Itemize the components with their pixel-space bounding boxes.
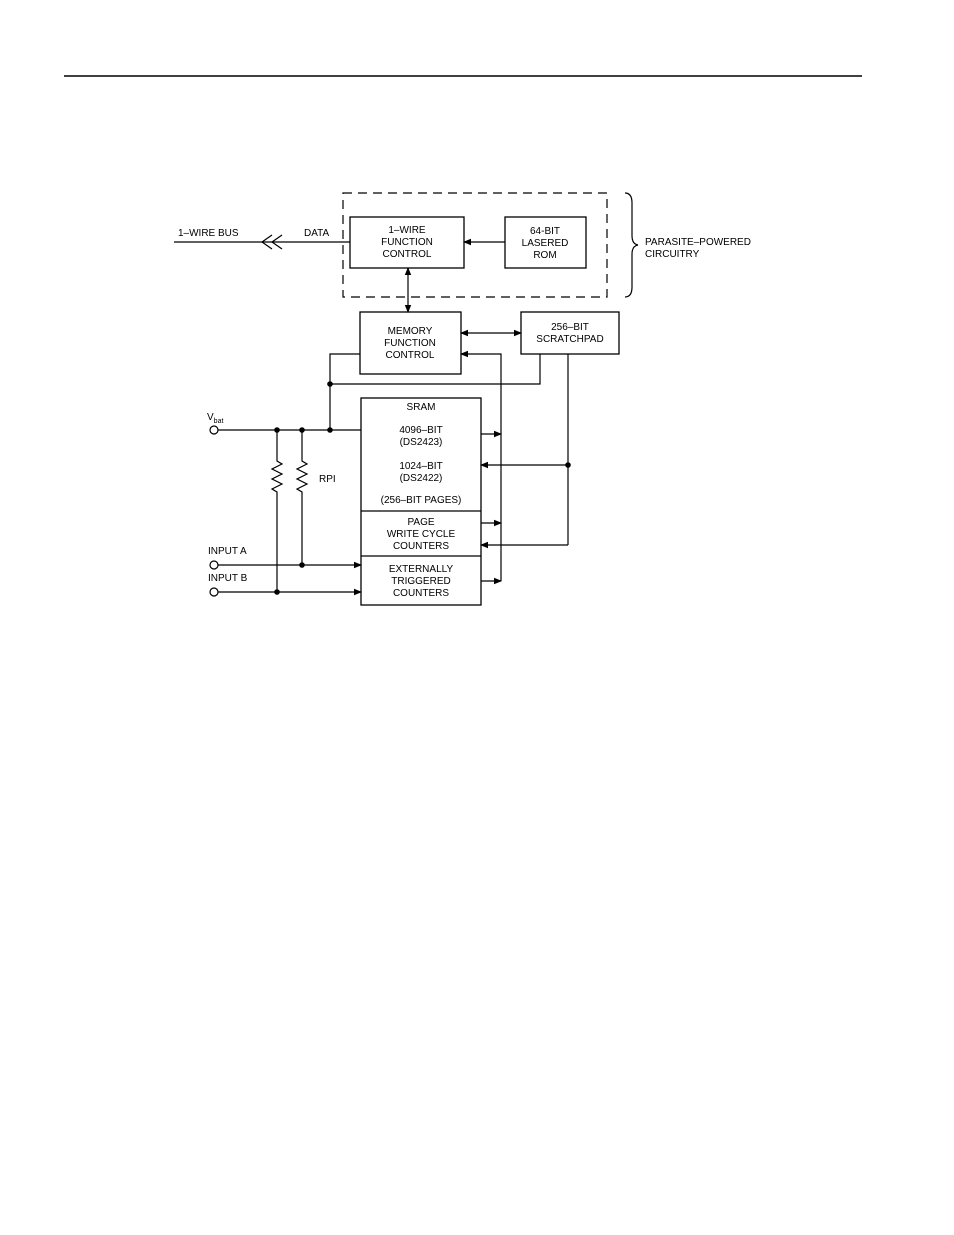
input-b-label: INPUT B xyxy=(208,573,248,584)
junction-dot xyxy=(565,462,571,468)
sram-1024-line2: (DS2422) xyxy=(400,473,443,484)
rom-line2: LASERED xyxy=(522,238,569,249)
scratchpad-line1: 256–BIT xyxy=(551,322,589,333)
input-a-label: INPUT A xyxy=(208,546,247,557)
resistor-input-a xyxy=(297,430,307,565)
onewire-control-line1: 1–WIRE xyxy=(388,225,426,236)
junction-dot xyxy=(274,589,280,595)
page-counters-line3: COUNTERS xyxy=(393,541,449,552)
input-a-pin xyxy=(210,561,218,569)
parasite-label-line1: PARASITE–POWERED xyxy=(645,237,751,248)
parasite-label-line2: CIRCUITRY xyxy=(645,249,700,260)
onewire-control-line2: FUNCTION xyxy=(381,237,433,248)
rpi-label: RPI xyxy=(319,474,336,485)
data-label: DATA xyxy=(304,228,330,239)
input-b-pin xyxy=(210,588,218,596)
junction-dot xyxy=(299,562,305,568)
scratchpad-block xyxy=(521,312,619,354)
ext-counters-line3: COUNTERS xyxy=(393,588,449,599)
parasite-brace xyxy=(625,193,638,297)
sram-pages: (256–BIT PAGES) xyxy=(381,495,462,506)
vbat-label: Vbat xyxy=(207,412,223,425)
memory-control-line1: MEMORY xyxy=(388,326,433,337)
rom-line3: ROM xyxy=(533,250,556,261)
resistor-input-b xyxy=(272,430,282,592)
sram-4096-line1: 4096–BIT xyxy=(399,425,442,436)
rom-line1: 64-BIT xyxy=(530,226,560,237)
sram-title: SRAM xyxy=(407,402,436,413)
memory-control-line3: CONTROL xyxy=(386,350,435,361)
ext-counters-line1: EXTERNALLY xyxy=(389,564,454,575)
bus-label: 1–WIRE BUS xyxy=(178,228,239,239)
sram-1024-line1: 1024–BIT xyxy=(399,461,442,472)
memory-to-sram-wire xyxy=(330,354,360,430)
junction-dot xyxy=(327,381,333,387)
sram-4096-line2: (DS2423) xyxy=(400,437,443,448)
memory-control-line2: FUNCTION xyxy=(384,338,436,349)
vbat-pin xyxy=(210,426,218,434)
page-counters-line2: WRITE CYCLE xyxy=(387,529,456,540)
ext-counters-line2: TRIGGERED xyxy=(391,576,450,587)
junction-dot xyxy=(327,427,333,433)
onewire-control-line3: CONTROL xyxy=(383,249,432,260)
scratchpad-loop xyxy=(330,354,540,384)
vbat-subscript: bat xyxy=(214,418,224,425)
page-counters-line1: PAGE xyxy=(407,517,434,528)
scratchpad-line2: SCRATCHPAD xyxy=(536,334,603,345)
